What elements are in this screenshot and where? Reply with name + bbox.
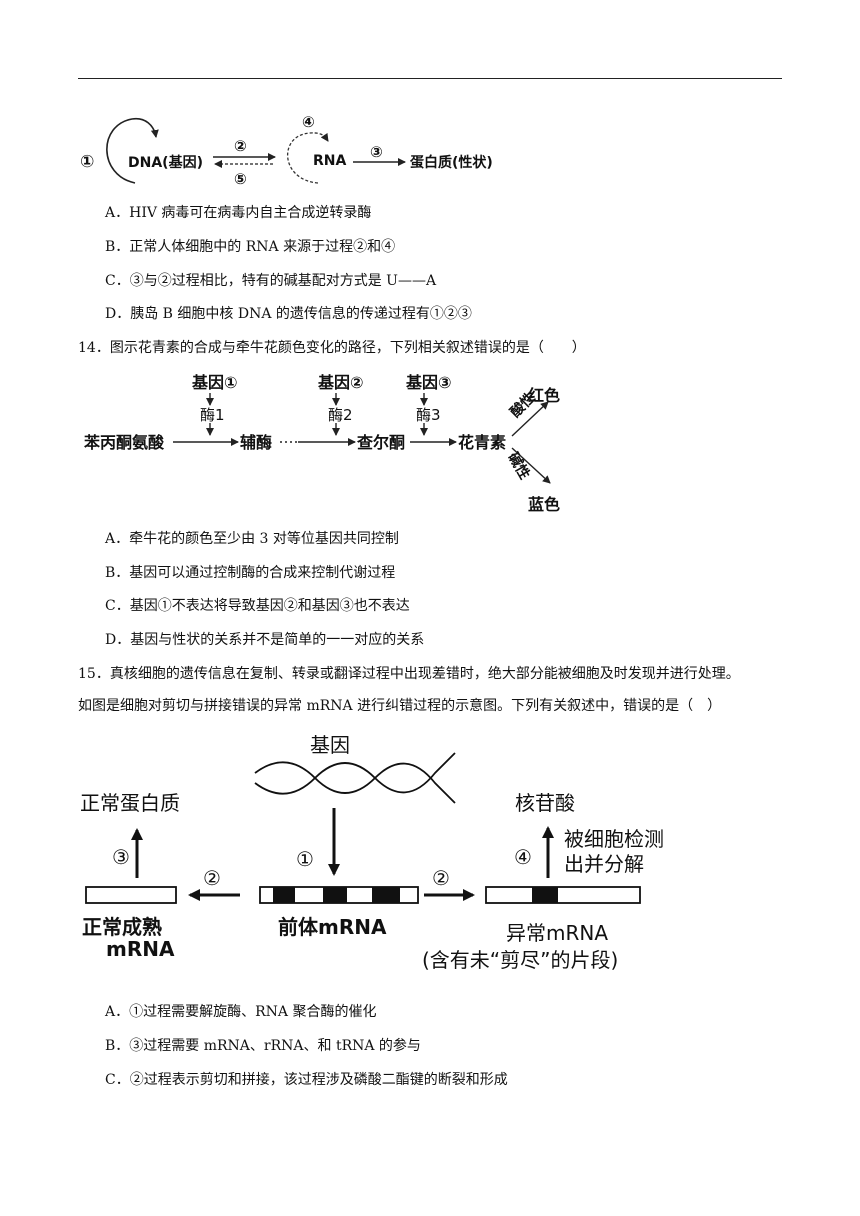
anthocyanin-pathway-diagram: 基因① 酶1 基因② 酶2 基因③ 酶3 苯丙酮氨酸 辅酶 查尔酮 花青素 酸性… bbox=[83, 373, 560, 514]
label-normal-mature-line-1: 正常成熟 bbox=[82, 915, 162, 939]
acidic-branch-arrow bbox=[511, 401, 549, 437]
label-dna-gene: DNA(基因) bbox=[128, 154, 203, 171]
q15-option-c: C．②过程表示剪切和拼接，该过程涉及磷酸二酯键的断裂和形成 bbox=[105, 1072, 508, 1088]
q13-option-b: B．正常人体细胞中的 RNA 来源于过程②和④ bbox=[105, 239, 396, 255]
label-enzyme-1: 酶1 bbox=[200, 406, 225, 424]
label-gene: 基因 bbox=[310, 733, 350, 757]
label-alkaline: 碱性 bbox=[505, 450, 534, 483]
alkaline-branch-arrow bbox=[511, 447, 551, 484]
label-process-4: ④ bbox=[302, 113, 315, 131]
label-process-1: ① bbox=[80, 152, 94, 172]
label-process-2: ② bbox=[234, 137, 247, 155]
q15-stem-line-2: 如图是细胞对剪切与拼接错误的异常 mRNA 进行纠错过程的示意图。下列有关叙述中… bbox=[78, 698, 722, 714]
label-normal-mature-line-2: mRNA bbox=[106, 937, 175, 961]
label-abnormal-note: (含有未“剪尽”的片段) bbox=[422, 948, 618, 972]
label-substrate: 苯丙酮氨酸 bbox=[83, 433, 165, 452]
label-gene-1: 基因① bbox=[191, 373, 238, 392]
q13-option-d: D．胰岛 B 细胞中核 DNA 的遗传信息的传递过程有①②③ bbox=[105, 306, 472, 322]
label-chalcone: 查尔酮 bbox=[357, 433, 405, 452]
q15-stem-line-1: 15．真核细胞的遗传信息在复制、转录或翻译过程中出现差错时，绝大部分能被细胞及时… bbox=[78, 666, 740, 682]
q14-option-c: C．基因①不表达将导致基因②和基因③也不表达 bbox=[105, 598, 410, 614]
q13-option-a: A．HIV 病毒可在病毒内自主合成逆转录酶 bbox=[105, 205, 372, 221]
q14-option-a: A．牵牛花的颜色至少由 3 对等位基因共同控制 bbox=[105, 531, 399, 547]
label-enzyme-2: 酶2 bbox=[328, 406, 353, 424]
q14-option-d: D．基因与性状的关系并不是简单的一一对应的关系 bbox=[105, 632, 425, 648]
label-detect-line-2: 出并分解 bbox=[564, 852, 644, 876]
header-rule bbox=[78, 78, 782, 79]
mrna-surveillance-diagram: 基因 正常蛋白质 核苷酸 ① ③ ④ 被细胞检测 出并分解 ② ② 正常成熟 m… bbox=[80, 733, 664, 972]
q14-option-b: B．基因可以通过控制酶的合成来控制代谢过程 bbox=[105, 565, 396, 581]
central-dogma-diagram: ① DNA(基因) ② ⑤ ④ RNA ③ 蛋白质(性状) bbox=[80, 113, 493, 188]
label-normal-protein: 正常蛋白质 bbox=[80, 791, 180, 815]
label-blue: 蓝色 bbox=[528, 495, 560, 514]
label-gene-2: 基因② bbox=[317, 373, 364, 392]
label-step-2-left: ② bbox=[203, 866, 221, 890]
label-process-3: ③ bbox=[370, 143, 383, 161]
label-step-3: ③ bbox=[112, 845, 130, 869]
replication-loop-arrow bbox=[106, 117, 159, 184]
label-coenzyme: 辅酶 bbox=[240, 433, 272, 452]
label-step-1: ① bbox=[296, 847, 314, 871]
label-precursor-mrna: 前体mRNA bbox=[278, 915, 387, 939]
dna-double-helix bbox=[254, 752, 456, 804]
q13-option-c: C．③与②过程相比，特有的碱基配对方式是 U——A bbox=[105, 273, 437, 289]
label-gene-3: 基因③ bbox=[405, 373, 452, 392]
q15-option-a: A．①过程需要解旋酶、RNA 聚合酶的催化 bbox=[105, 1004, 377, 1020]
label-rna: RNA bbox=[313, 153, 346, 169]
label-detect-line-1: 被细胞检测 bbox=[564, 827, 664, 851]
label-nucleotide: 核苷酸 bbox=[515, 791, 575, 815]
label-step-2-right: ② bbox=[432, 866, 450, 890]
label-step-4: ④ bbox=[514, 845, 532, 869]
abnormal-mrna-bar bbox=[485, 886, 641, 904]
q14-stem: 14．图示花青素的合成与牵牛花颜色变化的路径，下列相关叙述错误的是（ ） bbox=[78, 340, 586, 356]
label-anthocyanin: 花青素 bbox=[458, 433, 506, 452]
label-abnormal-mrna: 异常mRNA bbox=[506, 921, 608, 945]
label-protein-trait: 蛋白质(性状) bbox=[410, 154, 493, 171]
precursor-mrna-bar bbox=[259, 886, 419, 904]
label-enzyme-3: 酶3 bbox=[416, 406, 441, 424]
normal-mature-mrna-bar bbox=[85, 886, 177, 904]
q15-option-b: B．③过程需要 mRNA、rRNA、和 tRNA 的参与 bbox=[105, 1038, 421, 1054]
label-process-5: ⑤ bbox=[234, 170, 247, 188]
rna-replication-loop bbox=[286, 132, 329, 184]
label-red: 红色 bbox=[528, 386, 560, 405]
